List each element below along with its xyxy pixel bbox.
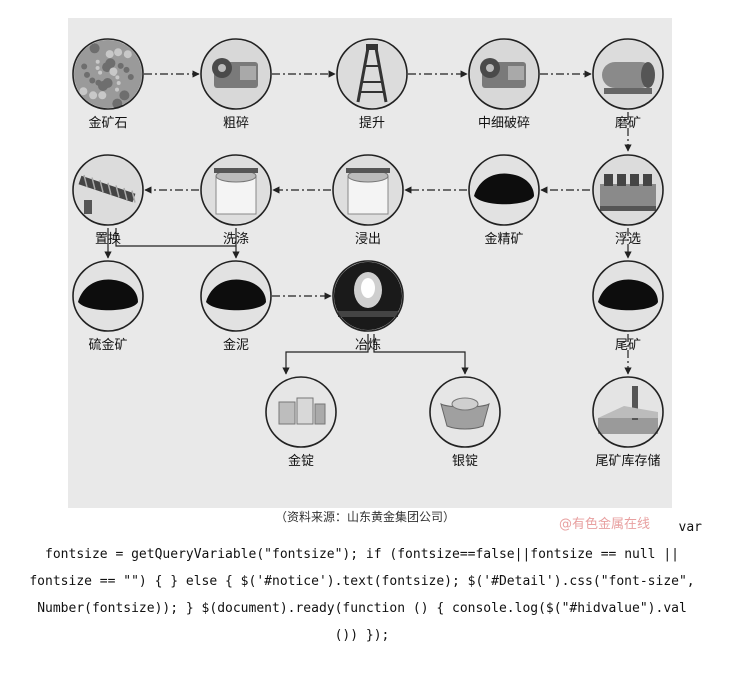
node-label: 金泥 xyxy=(223,337,249,353)
node-gold-mud: 金泥 xyxy=(200,260,272,353)
tower-picture xyxy=(338,40,406,108)
node-flotation: 浮选 xyxy=(592,154,664,247)
node-tailings-storage: 尾矿库存储 xyxy=(592,376,664,469)
node-smelting: 冶炼 xyxy=(332,260,404,353)
tank-picture xyxy=(334,156,402,224)
mill-picture xyxy=(594,40,662,108)
node-label: 提升 xyxy=(359,115,385,131)
pile-picture xyxy=(470,156,538,224)
node-circle xyxy=(200,260,272,332)
node-label: 洗涤 xyxy=(223,232,249,247)
crusher-picture xyxy=(202,40,270,108)
node-label: 浸出 xyxy=(355,232,381,247)
node-circle xyxy=(332,154,404,226)
flow-arrow xyxy=(115,228,236,247)
node-replacement: 置换 xyxy=(72,154,144,247)
node-label: 金矿石 xyxy=(88,115,127,131)
node-label: 磨矿 xyxy=(615,116,641,131)
node-medium-fine-crush: 中细破碎 xyxy=(468,38,540,131)
node-washing: 洗涤 xyxy=(200,154,272,247)
node-silver-ingot: 银锭 xyxy=(429,376,501,469)
furnace-picture xyxy=(334,262,402,330)
code-line: var xyxy=(678,520,702,535)
node-leaching: 浸出 xyxy=(332,154,404,247)
tank-picture xyxy=(202,156,270,224)
pile-picture xyxy=(202,262,270,330)
code-line: ()) }); xyxy=(334,628,390,643)
node-label: 冶炼 xyxy=(355,338,381,353)
node-gold-concentrate: 金精矿 xyxy=(468,154,540,247)
node-grinding: 磨矿 xyxy=(592,38,664,131)
node-label: 中细破碎 xyxy=(478,116,530,131)
node-label: 银锭 xyxy=(452,454,478,469)
node-circle xyxy=(72,38,144,110)
node-circle xyxy=(468,154,540,226)
node-sulfur-gold-ore: 硫金矿 xyxy=(72,260,144,353)
code-line: fontsize == "") { } else { $('#notice').… xyxy=(29,574,695,589)
node-circle xyxy=(200,38,272,110)
node-circle xyxy=(332,260,404,332)
node-circle xyxy=(200,154,272,226)
script-code-text: var fontsize = getQueryVariable("fontsiz… xyxy=(22,514,702,649)
node-circle xyxy=(72,260,144,332)
node-label: 尾矿 xyxy=(615,338,641,353)
code-line: Number(fontsize)); } $(document).ready(f… xyxy=(37,601,687,616)
node-circle xyxy=(468,38,540,110)
source-caption: （资料来源：山东黄金集团公司） xyxy=(274,510,455,524)
node-gold-ingot: 金锭 xyxy=(265,376,337,469)
node-tailings: 尾矿 xyxy=(592,260,664,353)
node-coarse-crush: 粗碎 xyxy=(200,38,272,131)
crusher-picture xyxy=(470,40,538,108)
node-hoist: 提升 xyxy=(336,38,408,131)
pile-picture xyxy=(594,262,662,330)
flow-arrow xyxy=(282,334,369,375)
bar-picture xyxy=(267,378,335,446)
node-circle xyxy=(592,154,664,226)
node-label: 置换 xyxy=(95,232,121,247)
code-line: fontsize = getQueryVariable("fontsize");… xyxy=(45,547,679,562)
ore-picture xyxy=(74,40,142,109)
flow-arrows xyxy=(104,70,632,375)
dam-picture xyxy=(594,378,662,446)
node-label: 尾矿库存储 xyxy=(595,453,660,469)
node-label: 粗碎 xyxy=(223,116,249,131)
node-label: 金锭 xyxy=(288,453,314,469)
screw-picture xyxy=(74,156,142,224)
node-circle xyxy=(592,260,664,332)
process-flow-figure: 金矿石 粗碎 提升 中细破碎 磨矿置换 洗涤 浸出 金精矿 浮选硫金矿 金泥 冶炼 尾矿金锭 银锭 尾矿库… xyxy=(68,18,672,508)
node-gold-ore: 金矿石 xyxy=(72,38,144,131)
watermark-text: @有色金属在线 xyxy=(559,517,651,532)
ingot-picture xyxy=(431,378,499,446)
node-circle xyxy=(429,376,501,448)
node-circle xyxy=(592,376,664,448)
node-circle xyxy=(72,154,144,226)
flow-arrow xyxy=(373,334,469,375)
node-circle xyxy=(336,38,408,110)
pile-picture xyxy=(74,262,142,330)
node-circle xyxy=(265,376,337,448)
node-label: 浮选 xyxy=(615,232,641,247)
node-label: 金精矿 xyxy=(484,231,523,247)
flotation-picture xyxy=(594,156,662,224)
node-label: 硫金矿 xyxy=(88,337,127,353)
node-circle xyxy=(592,38,664,110)
